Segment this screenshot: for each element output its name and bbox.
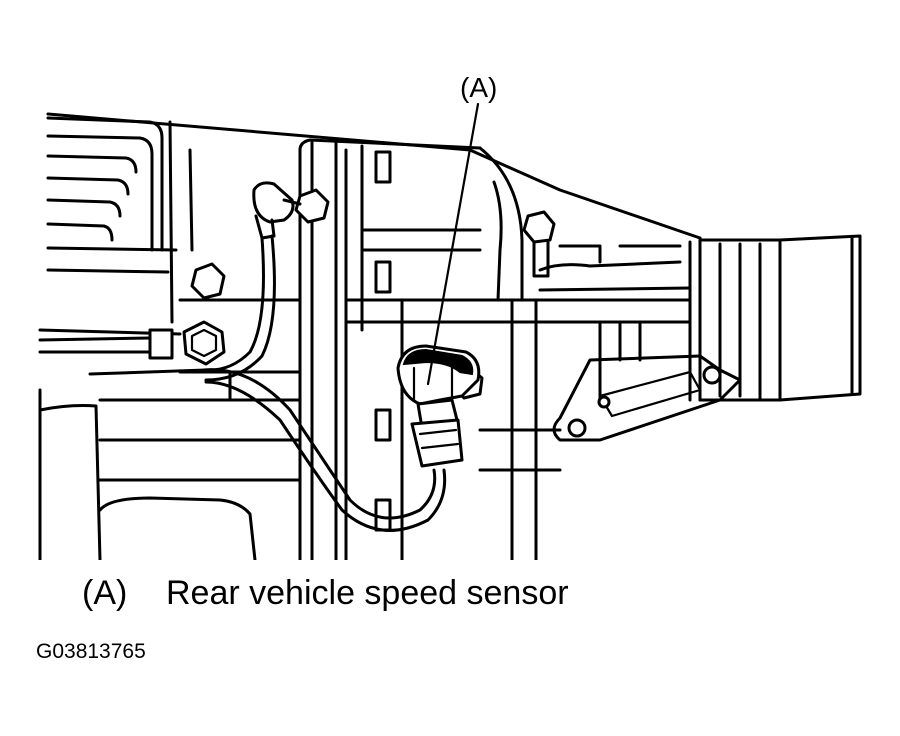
legend-key: (A) [82,574,128,612]
callout-label-a: (A) [460,72,498,103]
figure-id: G03813765 [36,640,146,663]
bolt-upper-left [190,262,226,300]
bolt-upper-right [522,210,556,278]
legend: (A) Rear vehicle speed sensor [82,574,569,613]
output-flange [698,234,862,402]
wire-harness [38,234,447,532]
case-outline [46,112,702,402]
bolt-center-left [182,320,226,366]
support-bracket [552,354,742,442]
rear-vehicle-speed-sensor [396,344,481,468]
bolts [182,150,556,532]
legend-description: Rear vehicle speed sensor [166,574,569,612]
harness-connector [252,181,302,240]
housing-fins [46,116,194,324]
callout-leader-line [426,102,480,386]
bolt-harness-clamp [294,188,330,224]
case-horizontal-ribs [98,228,692,482]
transmission-illustration [38,102,862,560]
